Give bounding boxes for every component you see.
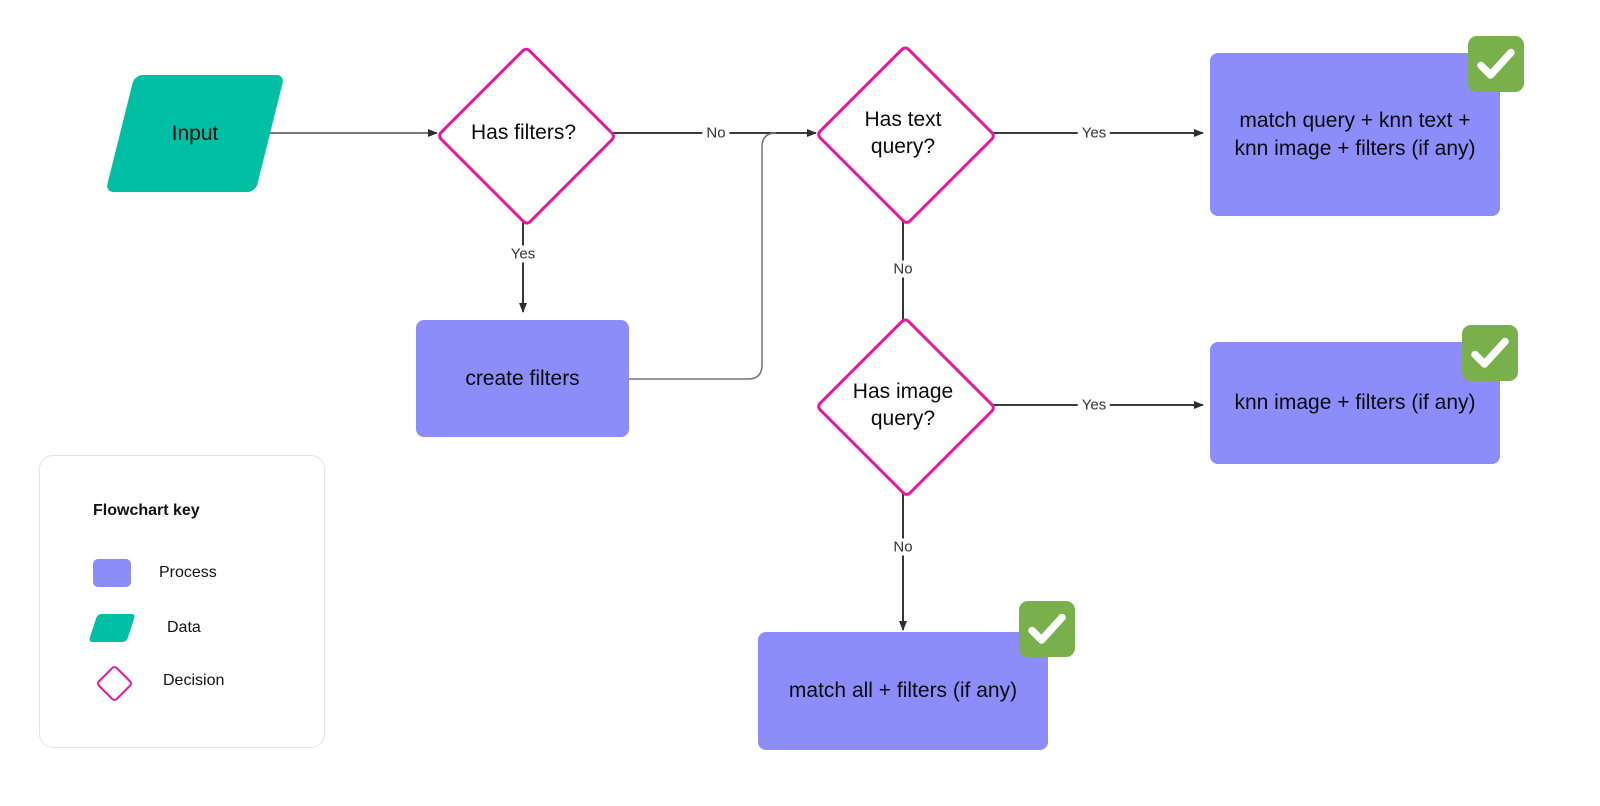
node-has-image-query[interactable]: Has image query? [814, 316, 998, 499]
node-match-query-knn[interactable]: match query + knn text + knn image + fil… [1210, 53, 1500, 216]
node-has-text-query[interactable]: Has text query? [814, 44, 998, 227]
legend-item-data-label: Data [167, 619, 201, 636]
check-icon [1019, 601, 1075, 657]
node-has-filters-label: Has filters? [470, 121, 577, 145]
node-match-all-filters-label: match all + filters (if any) [788, 679, 1018, 703]
decision-swatch-icon [93, 663, 134, 703]
legend-title: Flowchart key [93, 502, 200, 519]
node-knn-image-filters[interactable]: knn image + filters (if any) [1210, 342, 1500, 464]
edge-label-has-image-query-no: No [889, 538, 917, 556]
edge-label-has-text-query-no: No [889, 260, 917, 278]
node-has-image-query-label: Has image query? [852, 379, 954, 430]
node-create-filters-label: create filters [465, 366, 580, 390]
edge-label-has-filters-yes: Yes [506, 245, 540, 263]
flowchart-key-panel: Flowchart key Process Data Decision [39, 455, 325, 748]
legend-item-process-label: Process [159, 564, 217, 581]
check-icon [1462, 325, 1518, 381]
data-swatch-icon [88, 614, 136, 642]
node-has-text-query-label: Has text query? [864, 107, 942, 158]
legend-item-decision-label: Decision [163, 672, 225, 689]
node-create-filters[interactable]: create filters [416, 320, 629, 437]
edge-create-filters-to-text-query [629, 132, 777, 380]
process-swatch-icon [93, 559, 131, 587]
edge-label-has-text-query-yes: Yes [1077, 124, 1111, 142]
legend-item-process: Process [93, 556, 217, 590]
legend-item-data: Data [88, 611, 201, 645]
node-input[interactable]: Input [105, 75, 285, 192]
node-knn-image-filters-label: knn image + filters (if any) [1234, 391, 1476, 415]
node-input-label: Input [171, 121, 219, 145]
edge-label-has-filters-no: No [702, 124, 730, 142]
node-match-all-filters[interactable]: match all + filters (if any) [758, 632, 1048, 750]
node-has-filters[interactable]: Has filters? [435, 44, 618, 227]
check-icon [1468, 36, 1524, 92]
node-match-query-knn-label: match query + knn text + knn image + fil… [1234, 108, 1476, 160]
legend-item-decision: Decision [93, 663, 225, 703]
edge-label-has-image-query-yes: Yes [1077, 396, 1111, 414]
